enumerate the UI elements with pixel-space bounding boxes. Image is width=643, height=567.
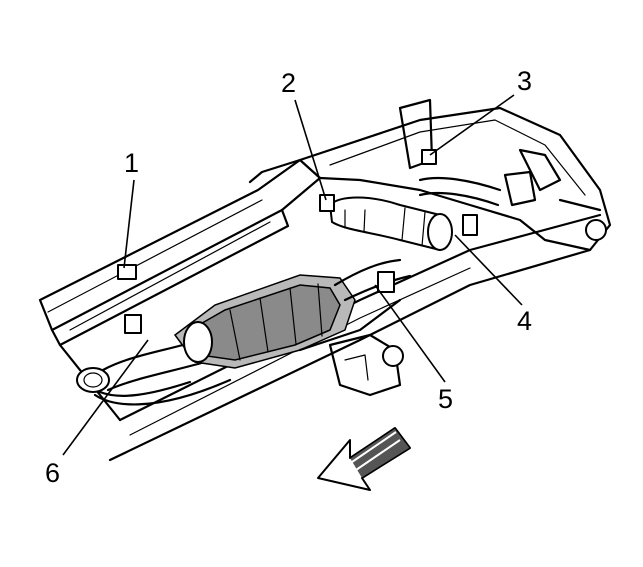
leader-lines bbox=[62, 94, 523, 456]
frame-right-rail bbox=[58, 213, 602, 462]
hanger-1 bbox=[117, 264, 137, 280]
hangers bbox=[117, 149, 478, 334]
hanger-2 bbox=[319, 194, 335, 212]
callout-3: 3 bbox=[517, 66, 532, 96]
hanger-5 bbox=[377, 271, 395, 293]
hanger-4 bbox=[462, 214, 478, 236]
hanger-6 bbox=[124, 314, 142, 334]
rear-pipe-assembly bbox=[329, 176, 502, 251]
drivetrain-bracket bbox=[328, 333, 404, 397]
callout-labels: 1 2 3 4 5 6 bbox=[45, 66, 532, 488]
callout-6: 6 bbox=[45, 458, 60, 488]
callout-5: 5 bbox=[438, 384, 453, 414]
callout-1: 1 bbox=[124, 148, 139, 178]
front-direction-arrow-icon bbox=[317, 427, 411, 491]
front-exhaust-pipe bbox=[76, 338, 232, 406]
callout-4: 4 bbox=[517, 306, 532, 336]
callout-2: 2 bbox=[281, 68, 296, 98]
catalytic-converter bbox=[173, 274, 402, 369]
